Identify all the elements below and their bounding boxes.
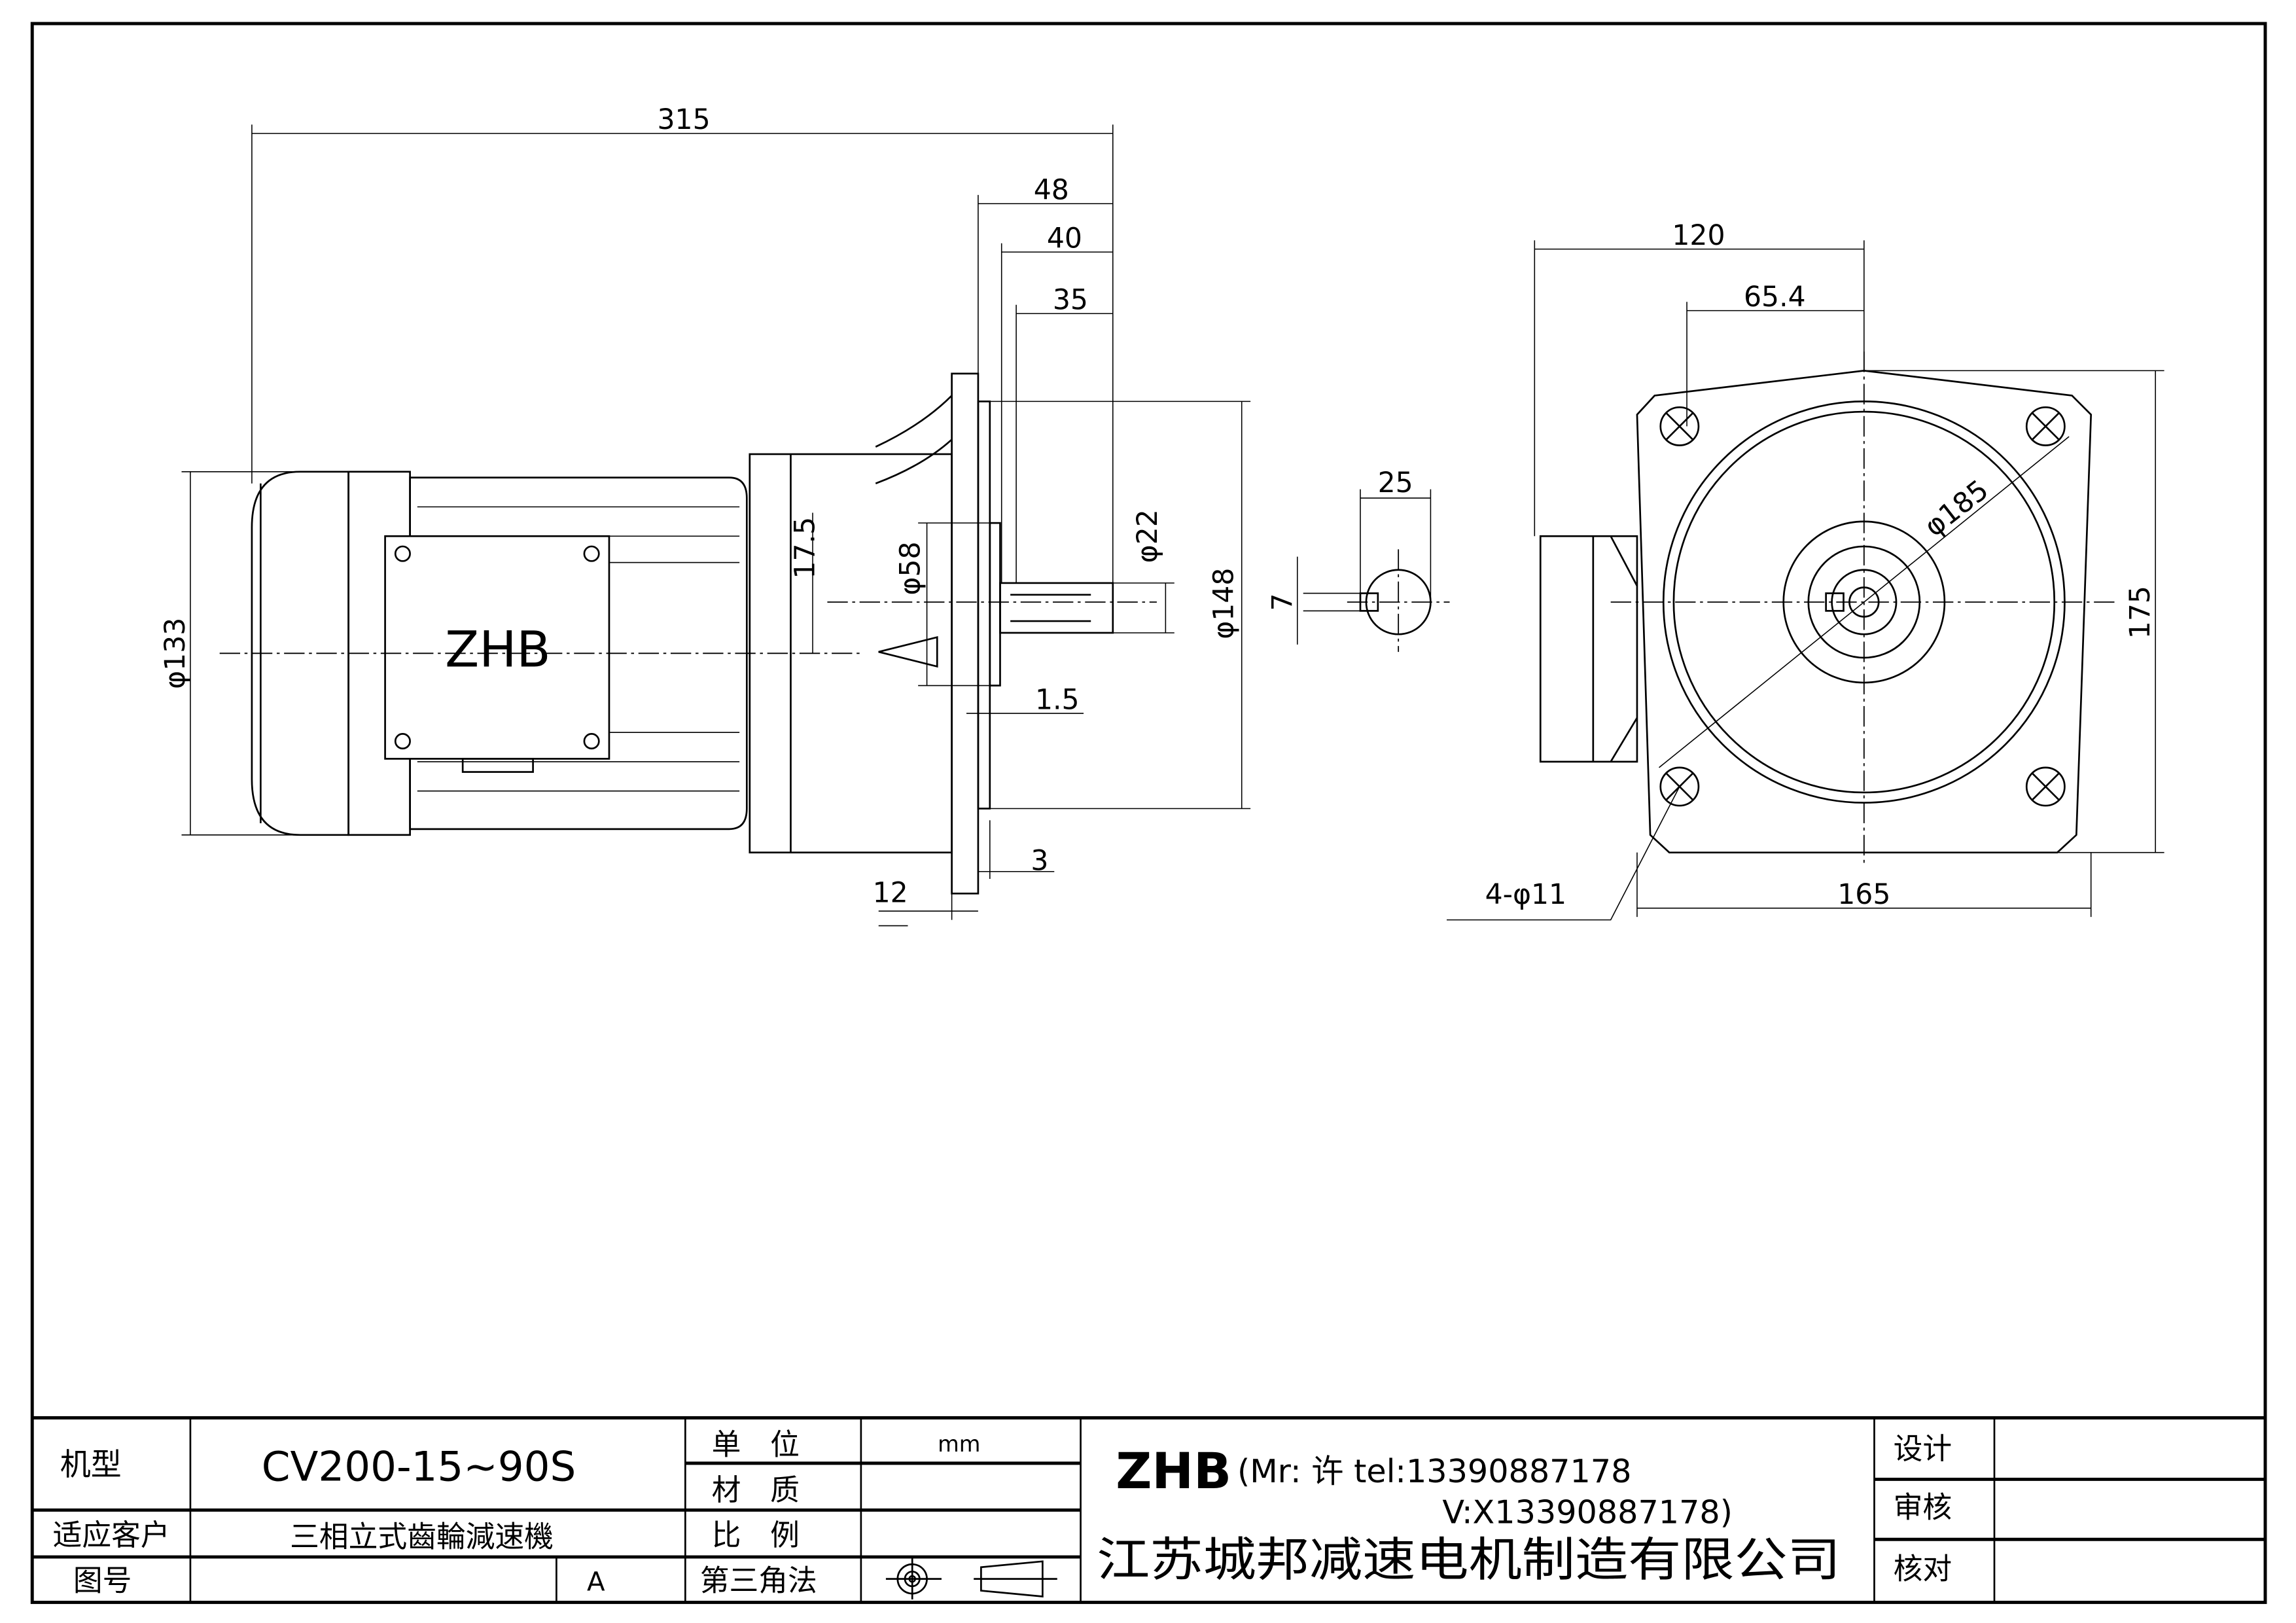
contact-line1: (Mr: 许 tel:13390887178	[1237, 1452, 1631, 1490]
dim-phi58: φ58	[894, 541, 927, 595]
scale-label: 比 例	[712, 1518, 800, 1552]
model-value: CV200-15~90S	[262, 1443, 576, 1491]
output-shaft	[999, 582, 1114, 634]
motor-logo: ZHB	[445, 620, 551, 678]
revision: A	[587, 1567, 605, 1597]
fan-cover	[251, 471, 349, 836]
company-name: 江苏城邦减速电机制造有限公司	[1097, 1533, 1841, 1587]
customer-value: 三相立式齒輪減速機	[290, 1519, 554, 1554]
dim-3: 3	[1031, 846, 1048, 878]
unit-label: 单 位	[712, 1427, 800, 1461]
side-view: ZHB 315 48 40 35 φ133 φ148 φ	[160, 104, 1251, 927]
projection-label: 第三角法	[700, 1563, 817, 1598]
drawing-no-label: 图号	[73, 1563, 132, 1598]
dim-17-5: 17.5	[789, 517, 821, 579]
dim-12: 12	[873, 878, 908, 910]
brand: ZHB	[1116, 1442, 1231, 1500]
dim-phi133: φ133	[160, 618, 192, 689]
dim-315: 315	[658, 104, 711, 136]
dim-175: 175	[2125, 586, 2157, 639]
dim-4-phi11: 4-φ11	[1485, 879, 1567, 911]
dim-35: 35	[1053, 284, 1088, 316]
motor-body	[409, 476, 748, 830]
terminal-box	[384, 535, 610, 760]
customer-label: 适应客户	[53, 1518, 170, 1552]
dim-1-5: 1.5	[1035, 684, 1080, 716]
dim-phi22: φ22	[1132, 509, 1164, 563]
shaft-section-view: 25 7	[1267, 467, 1450, 652]
dim-40: 40	[1047, 223, 1082, 255]
contact-line2: V:X13390887178)	[1442, 1493, 1733, 1531]
review-label: 审核	[1894, 1490, 1952, 1525]
dim-25: 25	[1378, 467, 1413, 499]
check-label: 核对	[1894, 1552, 1952, 1586]
model-label: 机型	[60, 1447, 122, 1483]
front-view: 120 65.4 175 165 φ185 4-φ11	[1447, 220, 2164, 921]
dim-65-4: 65.4	[1744, 281, 1806, 313]
dim-7: 7	[1267, 593, 1299, 611]
dim-48: 48	[1034, 175, 1069, 207]
title-block: 机型 CV200-15~90S 适应客户 三相立式齒輪減速機 图号 A 单 位 …	[32, 1416, 2266, 1603]
design-label: 设计	[1894, 1431, 1952, 1466]
flange	[951, 372, 980, 895]
dim-phi185: φ185	[1918, 474, 1994, 543]
dim-120: 120	[1672, 220, 1725, 252]
unit-value: mm	[938, 1431, 980, 1457]
dim-165: 165	[1837, 879, 1890, 911]
material-label: 材 质	[712, 1472, 800, 1507]
dim-phi148: φ148	[1208, 568, 1240, 639]
drawing-border	[30, 22, 2267, 1604]
